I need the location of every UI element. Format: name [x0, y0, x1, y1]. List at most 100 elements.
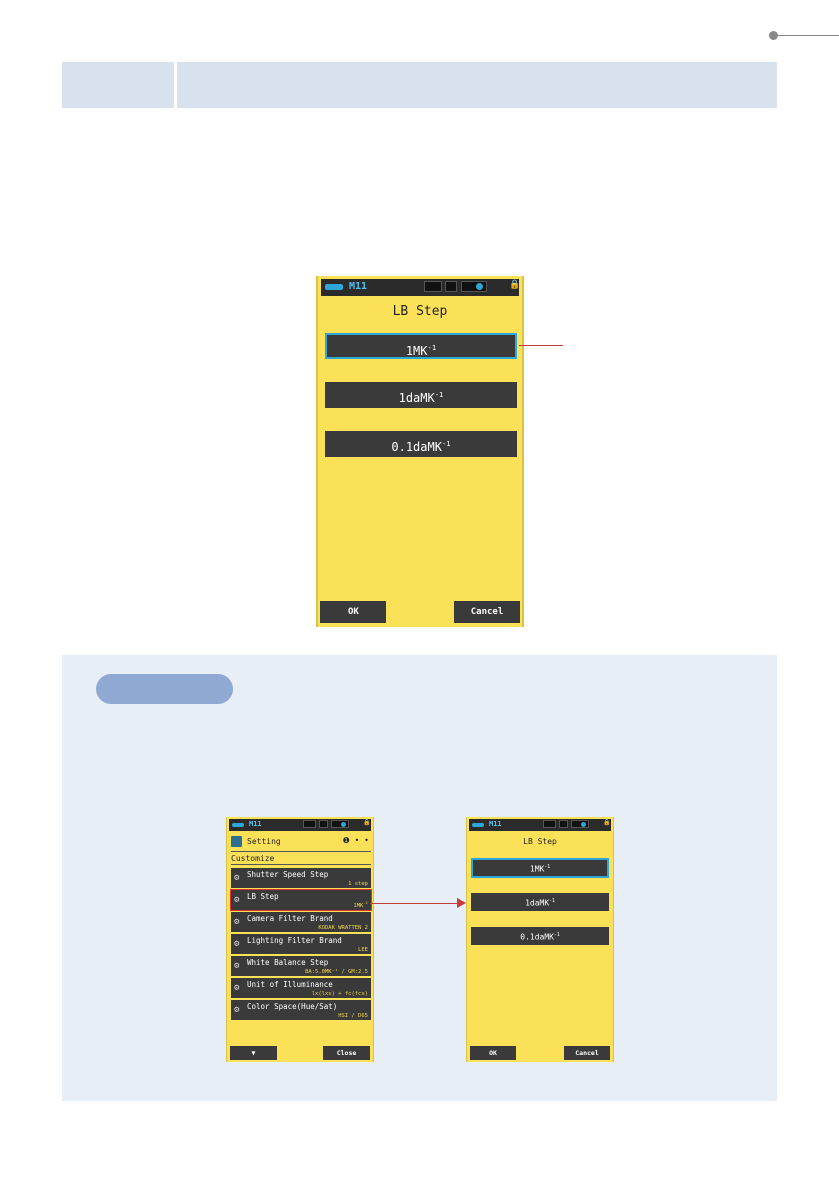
row-label: Camera Filter Brand	[247, 914, 333, 923]
ok-label: OK	[348, 607, 359, 617]
ok-button[interactable]: OK	[320, 601, 386, 623]
info-panel	[62, 655, 777, 1101]
screen-title: LB Step	[392, 304, 448, 319]
option-exponent: -1	[434, 390, 444, 399]
row-label: LB Step	[247, 892, 279, 901]
setting-screen: M11 🔒 Setting ❶ • • Customize ⚙ Shutter …	[226, 817, 374, 1062]
status-slot-icon	[543, 820, 556, 828]
option-exponent: -1	[549, 899, 555, 904]
page-marker	[769, 30, 839, 42]
row-value: HSI / D65	[338, 1013, 368, 1019]
page-indicator: ❶ • •	[342, 836, 369, 845]
mode-indicator: M11	[349, 281, 368, 292]
row-value-base: 1MK	[353, 903, 364, 909]
section-label: Customize	[231, 854, 275, 863]
option-label: 1MK	[405, 344, 428, 358]
row-value: 1MK-1	[353, 900, 368, 909]
ok-button[interactable]: OK	[470, 1046, 516, 1060]
option-label: 1daMK	[398, 391, 435, 405]
page-marker-dot	[769, 31, 778, 40]
option-0-1damk[interactable]: 0.1daMK-1	[471, 927, 609, 945]
cancel-label: Cancel	[575, 1049, 599, 1057]
option-exponent: -1	[553, 933, 560, 938]
row-value-exponent: -1	[363, 900, 368, 906]
lb-step-screen: M11 🔒 LB Step 1MK-1 1daMK-1 0.1daMK-1 OK…	[316, 276, 524, 627]
setting-row-lb-step[interactable]: ⚙ LB Step 1MK-1	[230, 889, 372, 911]
row-value: 1 step	[348, 881, 368, 887]
gear-icon: ⚙	[234, 1005, 240, 1015]
setting-header: Setting ❶ • •	[231, 835, 371, 849]
header-divider	[174, 62, 177, 108]
setting-icon	[231, 836, 242, 847]
back-icon[interactable]	[232, 823, 244, 827]
option-label: 1MK	[529, 864, 545, 874]
setting-row-white-balance-step[interactable]: ⚙ White Balance Step BA:5.0MK⁻¹ / GM:2.5	[231, 956, 371, 976]
cancel-button[interactable]: Cancel	[564, 1046, 610, 1060]
status-slot-icon	[303, 820, 316, 828]
row-label: Unit of Illuminance	[247, 980, 333, 989]
option-exponent: -1	[441, 439, 451, 448]
status-slot-icon	[445, 281, 457, 292]
back-icon[interactable]	[325, 284, 343, 290]
option-exponent: -1	[544, 865, 551, 870]
connection-icon	[341, 822, 346, 827]
cancel-button[interactable]: Cancel	[454, 601, 520, 623]
gear-icon: ⚙	[234, 895, 240, 905]
status-slot-icon	[559, 820, 568, 828]
row-value: KODAK WRATTEN 2	[318, 925, 368, 931]
setting-row-shutter-speed-step[interactable]: ⚙ Shutter Speed Step 1 step	[231, 868, 371, 888]
setting-title: Setting	[247, 837, 281, 846]
setting-row-unit-of-illuminance[interactable]: ⚙ Unit of Illuminance lx(lxs) + fc(fcs)	[231, 978, 371, 998]
option-1mk[interactable]: 1MK-1	[325, 333, 517, 359]
section-header-bar	[62, 62, 777, 108]
setting-row-color-space[interactable]: ⚙ Color Space(Hue/Sat) HSI / D65	[231, 1000, 371, 1020]
option-label: 1daMK	[525, 898, 550, 908]
row-label: Color Space(Hue/Sat)	[247, 1002, 338, 1011]
gear-icon: ⚙	[234, 873, 240, 883]
setting-row-lighting-filter-brand[interactable]: ⚙ Lighting Filter Brand LEE	[231, 934, 371, 954]
status-slot-icon	[319, 820, 328, 828]
gear-icon: ⚙	[234, 961, 240, 971]
back-icon[interactable]	[472, 823, 484, 827]
ok-label: OK	[489, 1049, 497, 1057]
screen-title: LB Step	[523, 837, 557, 846]
option-label: 0.1daMK	[391, 440, 442, 454]
lock-icon: 🔒	[363, 819, 371, 826]
option-1damk[interactable]: 1daMK-1	[471, 893, 609, 911]
status-bar: M11 🔒	[229, 819, 371, 831]
row-label: White Balance Step	[247, 958, 329, 967]
row-label: Shutter Speed Step	[247, 870, 329, 879]
status-bar: M11 🔒	[321, 279, 521, 296]
mode-indicator: M11	[489, 820, 502, 828]
close-button[interactable]: Close	[323, 1046, 370, 1060]
divider	[231, 864, 371, 865]
gear-icon: ⚙	[234, 917, 240, 927]
arrow-right-icon	[457, 898, 466, 908]
option-0-1damk[interactable]: 0.1daMK-1	[325, 431, 517, 457]
status-bar: M11 🔒	[469, 819, 611, 831]
setting-row-camera-filter-brand[interactable]: ⚙ Camera Filter Brand KODAK WRATTEN 2	[231, 912, 371, 932]
arrow-line	[370, 903, 460, 904]
gear-icon: ⚙	[234, 939, 240, 949]
status-slot-icon	[331, 820, 349, 828]
lock-icon: 🔒	[509, 280, 521, 290]
mode-indicator: M11	[249, 820, 262, 828]
connection-icon	[581, 822, 586, 827]
scroll-down-button[interactable]: ▼	[230, 1046, 277, 1060]
option-1damk[interactable]: 1daMK-1	[325, 382, 517, 408]
close-label: Close	[336, 1049, 357, 1057]
cancel-label: Cancel	[470, 607, 504, 617]
connection-icon	[476, 283, 483, 290]
status-slot-icon	[461, 281, 487, 292]
status-slot-icon	[424, 281, 442, 292]
lock-icon: 🔒	[603, 819, 611, 826]
page-marker-line	[777, 35, 839, 36]
status-slot-icon	[571, 820, 589, 828]
gear-icon: ⚙	[234, 983, 240, 993]
note-pill	[96, 674, 233, 704]
option-exponent: -1	[427, 343, 437, 352]
row-value: BA:5.0MK⁻¹ / GM:2.5	[305, 969, 368, 975]
option-1mk[interactable]: 1MK-1	[471, 858, 609, 878]
callout-line	[519, 345, 563, 346]
option-label: 0.1daMK	[520, 932, 554, 942]
